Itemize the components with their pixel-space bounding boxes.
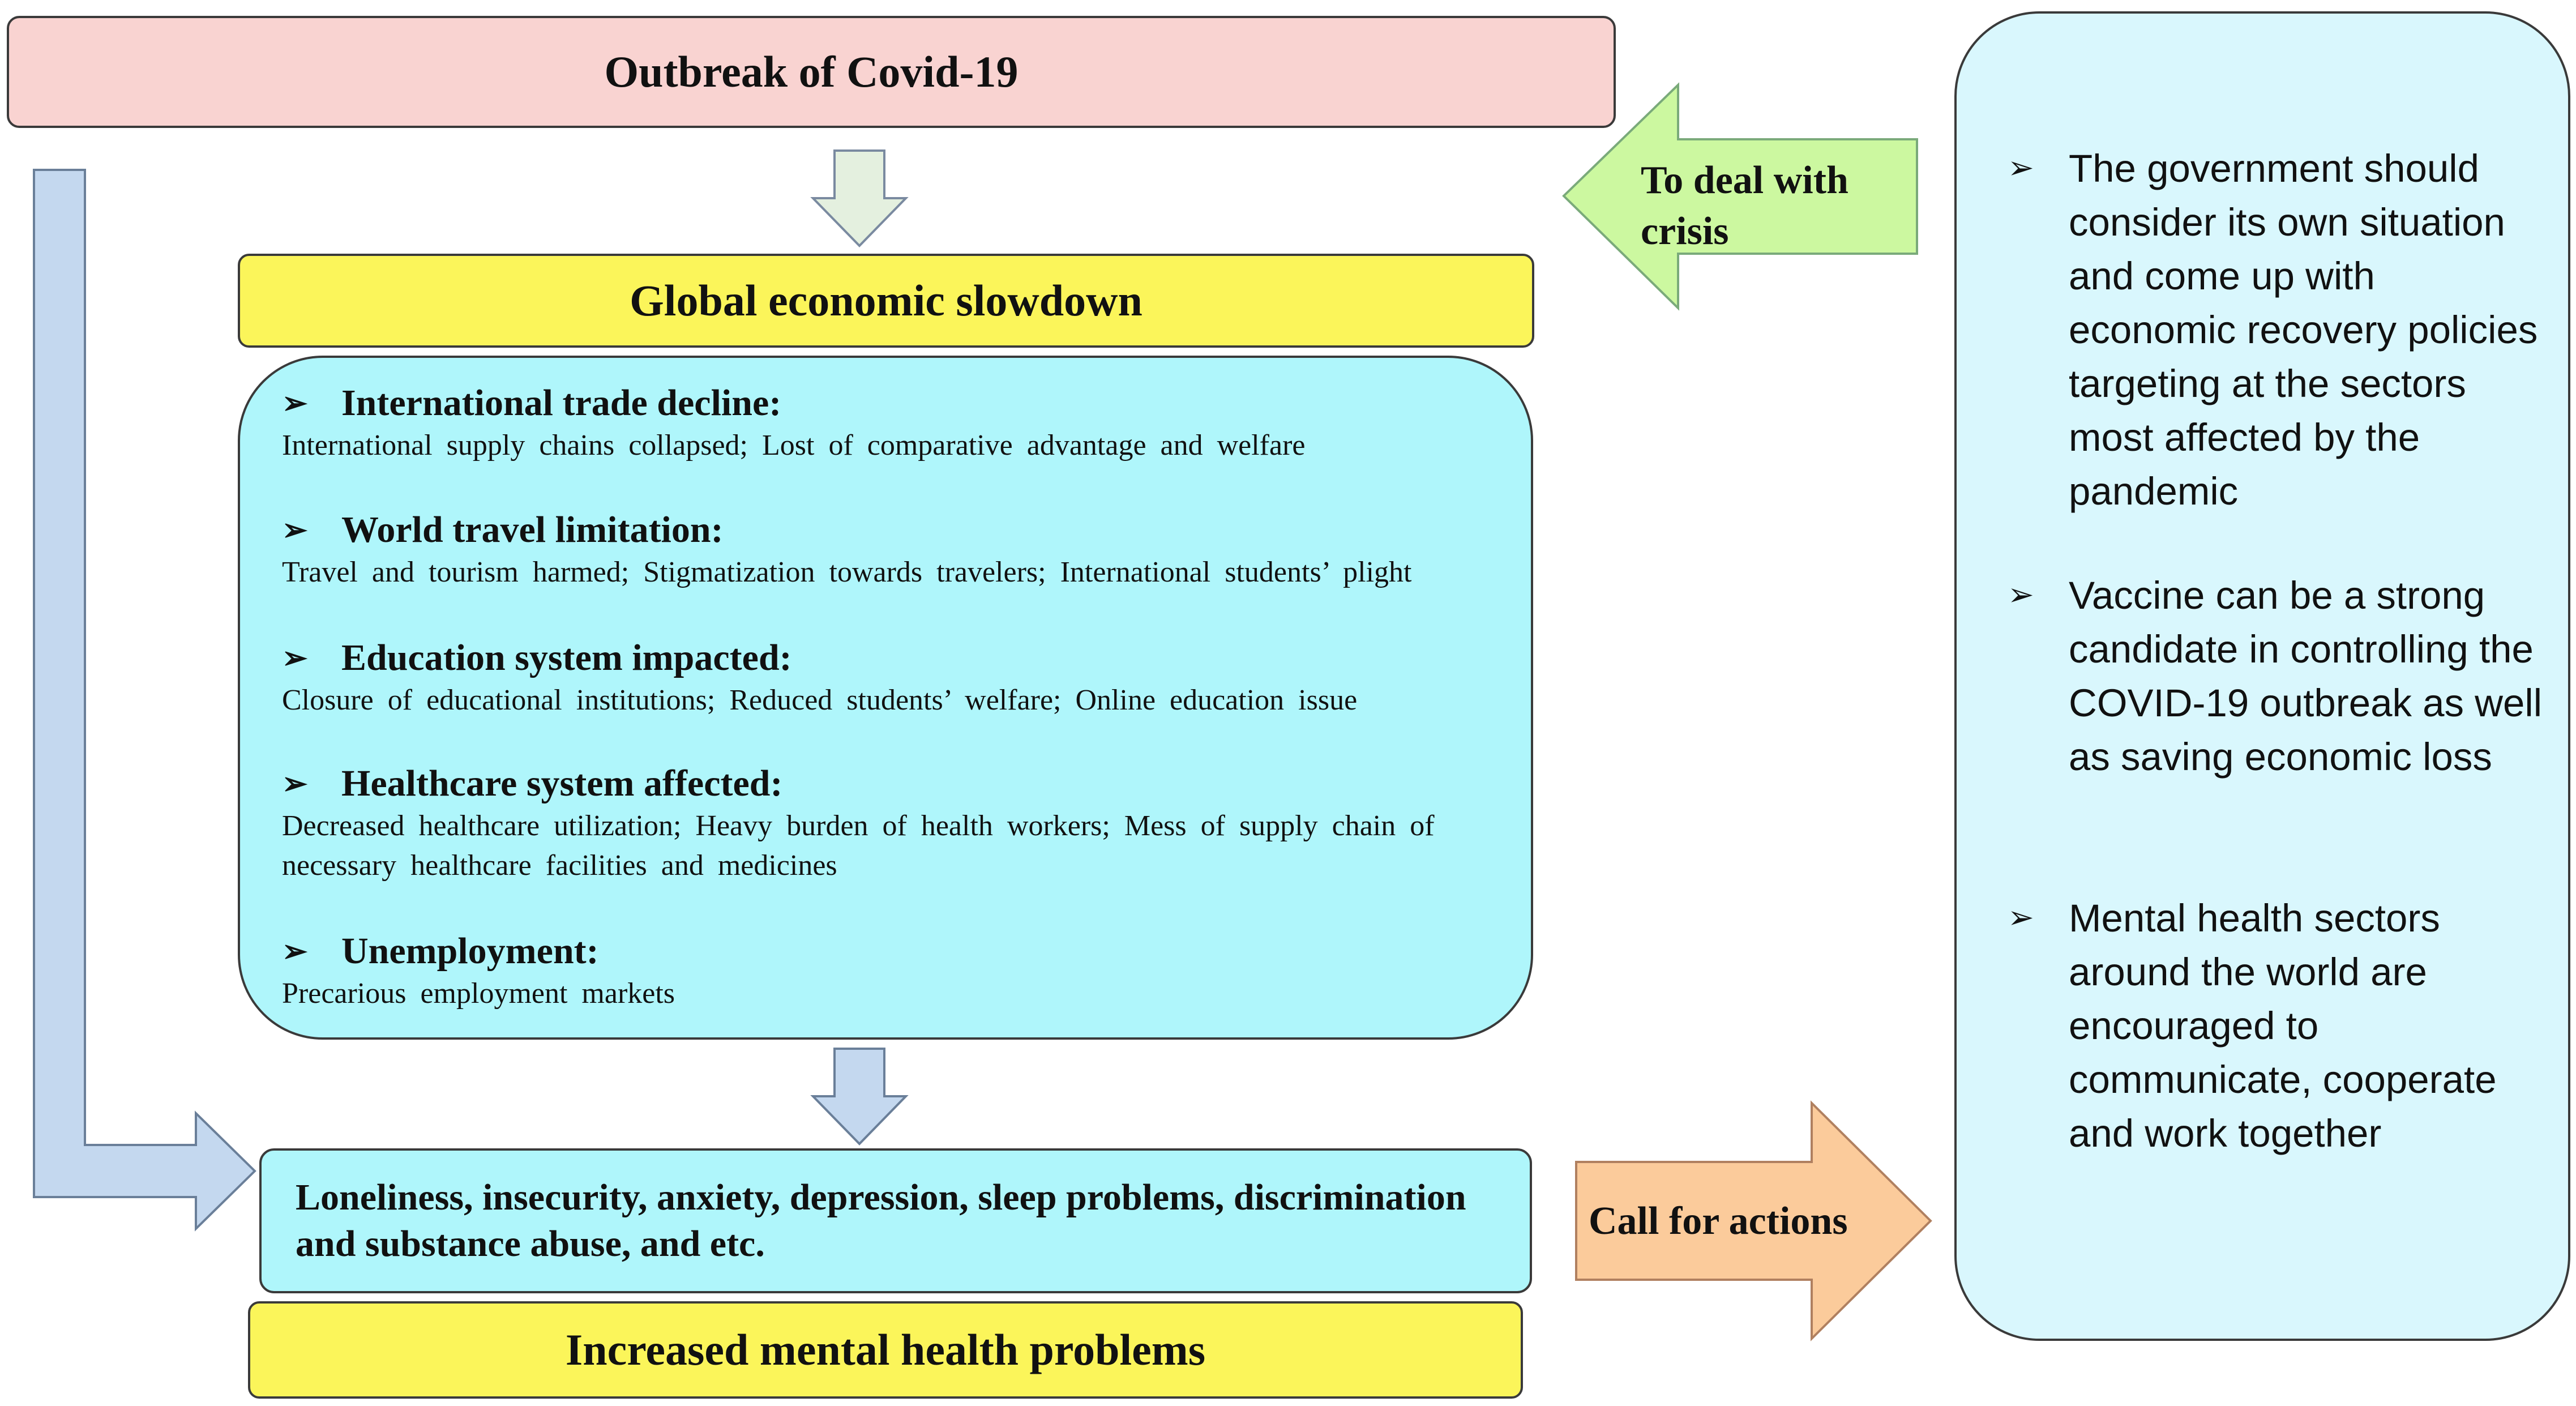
call-for-actions-label: Call for actions	[1589, 1199, 1848, 1243]
arrow-down-middle	[810, 1048, 909, 1146]
impact-education: ➢ Education system impacted: Closure of e…	[282, 635, 1508, 720]
impact-heading: International trade decline:	[341, 382, 782, 424]
action-text: The government should consider its own s…	[2069, 147, 2538, 513]
impact-detail: Closure of educational institutions; Red…	[282, 684, 1358, 716]
actions-box: ➢ The government should consider its own…	[1954, 11, 2570, 1341]
arrow-call-for-actions	[1575, 1100, 1932, 1341]
slowdown-box: Global economic slowdown	[238, 254, 1534, 348]
arrow-down-top	[810, 149, 909, 247]
action-item: ➢ Mental health sectors around the world…	[2008, 891, 2545, 1160]
impact-trade: ➢ International trade decline: Internatio…	[282, 381, 1508, 465]
symptoms-box: Loneliness, insecurity, anxiety, depress…	[259, 1148, 1532, 1293]
impact-heading: Healthcare system affected:	[341, 763, 783, 804]
symptoms-text: Loneliness, insecurity, anxiety, depress…	[296, 1177, 1466, 1264]
arrow-deal-with-crisis	[1562, 82, 1918, 311]
action-item: ➢ Vaccine can be a strong candidate in c…	[2008, 569, 2545, 784]
bullet-arrow-icon: ➢	[282, 641, 308, 675]
impact-unemployment: ➢ Unemployment: Precarious employment mar…	[282, 929, 1508, 1014]
action-text: Vaccine can be a strong candidate in con…	[2069, 574, 2543, 779]
impact-travel: ➢ World travel limitation: Travel and tou…	[282, 507, 1508, 592]
bullet-arrow-icon: ➢	[2008, 578, 2034, 613]
impact-heading: Education system impacted:	[341, 637, 792, 678]
mental-health-title: Increased mental health problems	[565, 1325, 1206, 1374]
outbreak-box: Outbreak of Covid-19	[7, 16, 1616, 128]
action-item: ➢ The government should consider its own…	[2008, 142, 2545, 518]
action-text: Mental health sectors around the world a…	[2069, 896, 2497, 1155]
bullet-arrow-icon: ➢	[2008, 900, 2034, 935]
bullet-arrow-icon: ➢	[282, 767, 308, 801]
impacts-box: ➢ International trade decline: Internatio…	[238, 356, 1533, 1040]
impact-detail: International supply chains collapsed; L…	[282, 429, 1306, 461]
outbreak-title: Outbreak of Covid-19	[604, 47, 1019, 96]
impact-detail: Decreased healthcare utilization; Heavy …	[282, 810, 1435, 882]
mental-health-box: Increased mental health problems	[248, 1301, 1523, 1399]
impact-heading: Unemployment:	[341, 930, 599, 972]
bullet-arrow-icon: ➢	[282, 513, 308, 547]
impact-detail: Travel and tourism harmed; Stigmatizatio…	[282, 556, 1412, 588]
bullet-arrow-icon: ➢	[2008, 151, 2034, 186]
deal-with-crisis-label: To deal with crisis	[1641, 159, 1848, 253]
impact-heading: World travel limitation:	[341, 509, 724, 550]
arrow-elbow-left	[33, 169, 256, 1232]
impact-healthcare: ➢ Healthcare system affected: Decreased h…	[282, 761, 1508, 886]
bullet-arrow-icon: ➢	[282, 934, 308, 968]
bullet-arrow-icon: ➢	[282, 386, 308, 420]
slowdown-title: Global economic slowdown	[630, 276, 1142, 325]
impact-detail: Precarious employment markets	[282, 977, 675, 1010]
